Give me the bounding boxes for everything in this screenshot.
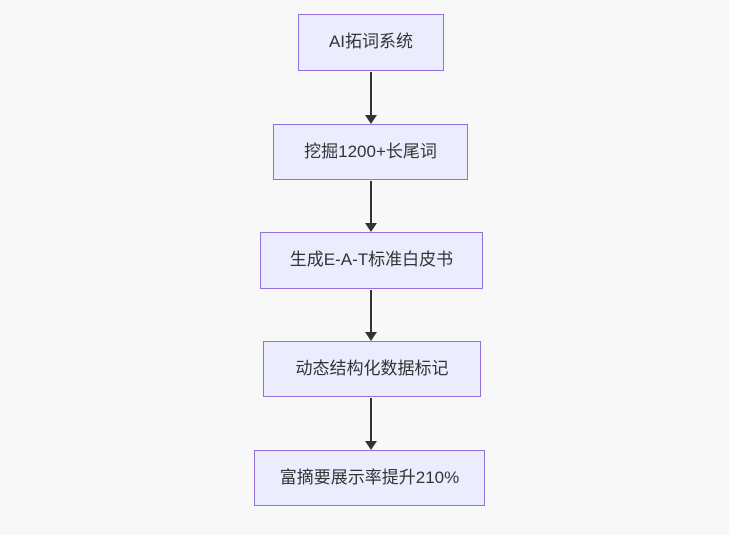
flowchart-arrow-3 — [365, 290, 377, 341]
arrowhead-down-icon — [365, 223, 377, 232]
node-label: 生成E-A-T标准白皮书 — [289, 250, 454, 270]
flowchart-arrow-2 — [365, 181, 377, 232]
flowchart-arrow-1 — [365, 72, 377, 124]
flowchart-node-longtail-mining: 挖掘1200+长尾词 — [273, 124, 468, 180]
arrowhead-down-icon — [365, 115, 377, 124]
flowchart-arrow-4 — [365, 398, 377, 450]
arrow-line — [370, 72, 372, 116]
node-label: 动态结构化数据标记 — [295, 358, 449, 378]
flowchart-node-ai-keyword-system: AI拓词系统 — [298, 14, 444, 71]
flowchart-node-structured-data-markup: 动态结构化数据标记 — [263, 341, 481, 397]
node-label: 富摘要展示率提升210% — [279, 467, 460, 487]
arrowhead-down-icon — [365, 441, 377, 450]
arrow-line — [370, 290, 372, 333]
arrowhead-down-icon — [365, 332, 377, 341]
arrow-line — [370, 181, 372, 224]
flowchart-node-rich-snippet-rate: 富摘要展示率提升210% — [254, 450, 485, 506]
arrow-line — [370, 398, 372, 442]
flowchart-node-eat-whitepaper: 生成E-A-T标准白皮书 — [260, 232, 483, 289]
node-label: AI拓词系统 — [328, 32, 414, 52]
node-label: 挖掘1200+长尾词 — [304, 141, 437, 161]
